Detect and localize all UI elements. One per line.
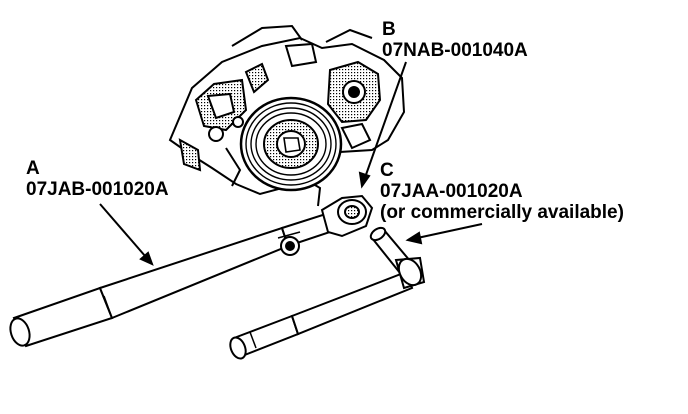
callout-a: A 07JAB-001020A	[26, 158, 169, 200]
leader-line-a	[99, 203, 153, 265]
callout-a-letter: A	[26, 158, 40, 179]
crankshaft-pulley	[239, 96, 343, 192]
leader-arrow-c	[405, 231, 423, 245]
callout-c-letter: C	[380, 160, 394, 181]
callout-c-part-number: 07JAA-001020A	[380, 181, 523, 202]
callout-b-part-number: 07NAB-001040A	[382, 40, 528, 61]
tool-a-handle	[9, 210, 338, 348]
callout-b-letter: B	[382, 19, 396, 40]
tool-b-ratchet-head	[320, 194, 374, 238]
callout-a-part-number: 07JAB-001020A	[26, 179, 169, 200]
callout-c-note: (or commercially available)	[380, 202, 624, 223]
leader-lines	[99, 61, 483, 266]
callout-b: B 07NAB-001040A	[382, 19, 528, 61]
tool-c-socket-wrench	[229, 226, 426, 360]
leader-arrow-b	[358, 171, 371, 189]
callout-c: C 07JAA-001020A (or commercially availab…	[380, 160, 624, 223]
leader-arrow-a	[139, 251, 154, 266]
leader-line-b	[361, 61, 407, 187]
